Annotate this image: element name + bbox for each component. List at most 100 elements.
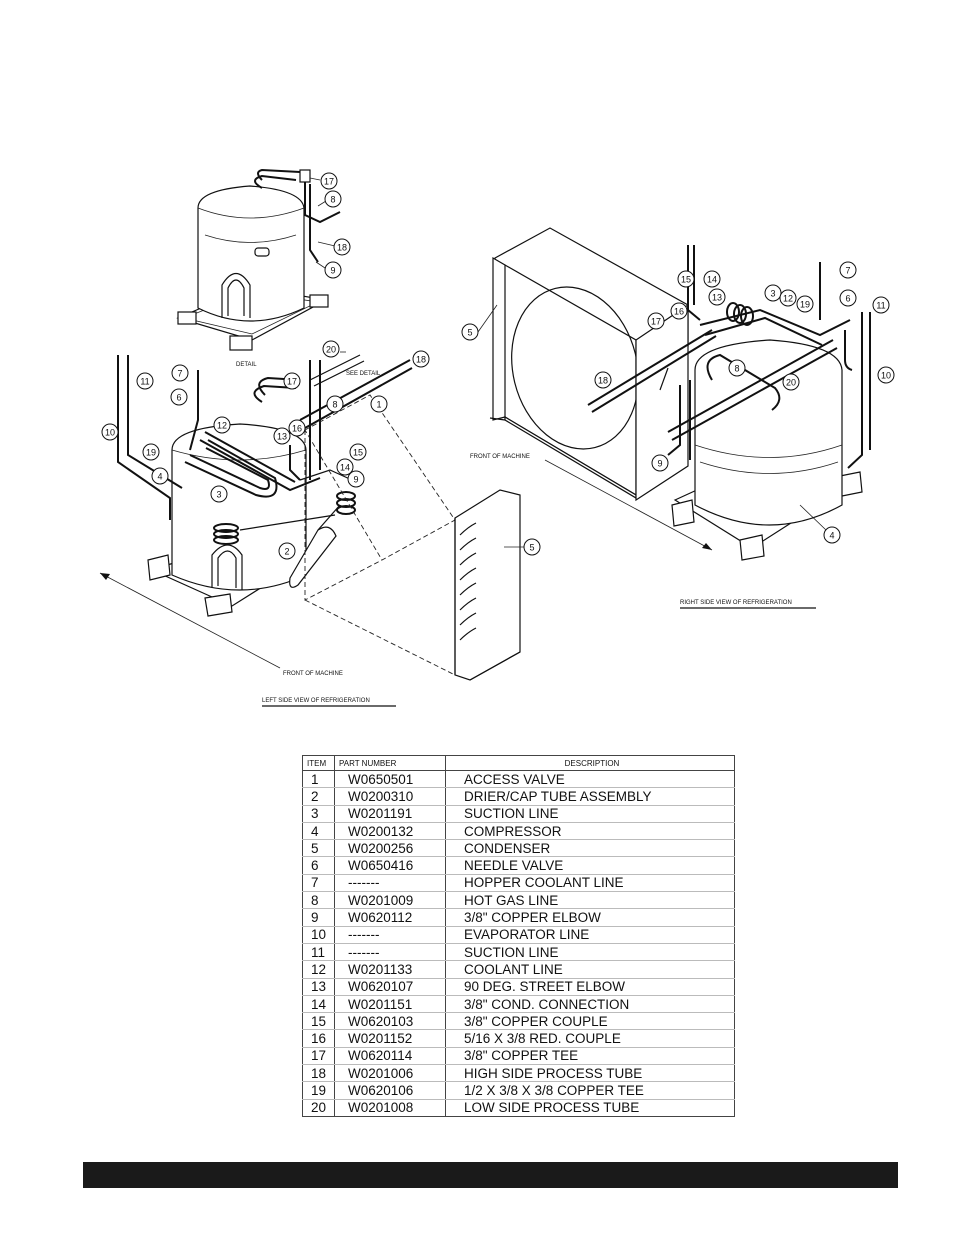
coil-right (336, 491, 356, 515)
cell-part-number: W0200256 (334, 839, 446, 858)
callout-13: 13 (712, 293, 722, 303)
cell-part-number: W0620114 (334, 1047, 446, 1066)
callout-5: 5 (467, 328, 472, 338)
cell-item: 17 (302, 1047, 335, 1066)
cell-description: DRIER/CAP TUBE ASSEMBLY (445, 787, 735, 806)
detail-callouts: 17 8 18 9 DETAIL (236, 172, 351, 368)
callout-16: 16 (292, 424, 302, 434)
cell-description: 3/8" COPPER TEE (445, 1047, 735, 1066)
right-callouts: 15 14 13 16 17 3 12 19 7 6 11 10 5 18 8 … (461, 261, 895, 609)
cell-description: ACCESS VALVE (445, 770, 735, 789)
fan-shroud (511, 286, 639, 450)
table-header-row: ITEM PART NUMBER DESCRIPTION (302, 755, 735, 771)
cell-part-number: W0620103 (334, 1012, 446, 1031)
callout-10: 10 (881, 371, 891, 381)
callout-8: 8 (734, 364, 739, 374)
cell-description: 1/2 X 3/8 X 3/8 COPPER TEE (445, 1081, 735, 1100)
cell-description: EVAPORATOR LINE (445, 926, 735, 944)
refrigeration-diagram: 17 8 18 9 DETAIL (99, 168, 895, 707)
mount-foot (229, 335, 253, 351)
callout-17: 17 (651, 317, 661, 327)
see-detail-label: SEE DETAIL (346, 371, 381, 377)
cell-description: SUCTION LINE (445, 943, 735, 962)
callout-8: 8 (332, 400, 337, 410)
mount-foot (671, 499, 695, 527)
callout-20: 20 (786, 378, 796, 388)
cell-part-number: W0201191 (334, 805, 446, 823)
cell-item: 18 (302, 1064, 335, 1083)
cell-item: 13 (302, 978, 335, 996)
cell-description: CONDENSER (445, 839, 735, 858)
cell-part-number: W0650501 (334, 770, 446, 789)
cell-description: LOW SIDE PROCESS TUBE (464, 1100, 640, 1116)
callout-4: 4 (157, 472, 162, 482)
cell-item: 6 (302, 856, 335, 875)
front-of-machine-left: FRONT OF MACHINE (283, 671, 343, 677)
callout-11: 11 (140, 377, 149, 387)
cell-item: 11 (302, 943, 335, 962)
left-view-label: LEFT SIDE VIEW OF REFRIGERATION (262, 698, 370, 704)
compressor-shell (171, 423, 307, 591)
callout-9: 9 (657, 459, 662, 469)
cell-description: 90 DEG. STREET ELBOW (445, 978, 735, 996)
callout-9: 9 (353, 475, 358, 485)
cell-part-number: ------- (334, 926, 446, 944)
callout-9: 9 (330, 266, 335, 276)
cell-item: 3 (302, 805, 335, 823)
cell-description: SUCTION LINE (445, 805, 735, 823)
cell-part-number: W0201009 (334, 891, 446, 910)
cell-part-number: W0200132 (334, 822, 446, 841)
cell-part-number: W0620112 (334, 908, 446, 927)
callout-6: 6 (845, 294, 850, 304)
header-description: DESCRIPTION (445, 755, 735, 771)
callout-4: 4 (829, 531, 834, 541)
cell-part-number: W0201008 (334, 1099, 446, 1117)
callout-12: 12 (783, 294, 793, 304)
callout-18: 18 (598, 376, 608, 386)
callout-17: 17 (324, 177, 334, 187)
callout-15: 15 (681, 275, 691, 285)
footer-bar (83, 1162, 898, 1188)
cell-description: 5/16 X 3/8 RED. COUPLE (445, 1029, 735, 1048)
cell-part-number: W0201151 (334, 995, 446, 1014)
cell-item: 1 (302, 770, 335, 789)
cell-part-number: ------- (334, 943, 446, 962)
cell-description: HOT GAS LINE (445, 891, 735, 910)
cell-item: 2 (302, 787, 335, 806)
detail-view (176, 168, 341, 351)
callout-13: 13 (277, 432, 287, 442)
cell-item: 16 (302, 1029, 335, 1048)
cell-item: 19 (302, 1081, 335, 1100)
cell-description: 3/8" COPPER COUPLE (445, 1012, 735, 1031)
mount-foot (839, 471, 863, 497)
cell-description: COOLANT LINE (445, 960, 735, 979)
compressor-shell (197, 185, 305, 322)
callout-7: 7 (845, 266, 850, 276)
front-of-machine-right: FRONT OF MACHINE (470, 454, 530, 460)
callout-18: 18 (416, 355, 426, 365)
coil-left (213, 523, 239, 545)
cell-item: 15 (302, 1012, 335, 1031)
header-part-number: PART NUMBER (334, 755, 446, 771)
cell-part-number: W0620107 (334, 978, 446, 996)
cell-item: 8 (302, 891, 335, 910)
cell-description: HIGH SIDE PROCESS TUBE (445, 1064, 735, 1083)
drier (289, 526, 337, 588)
left-callouts: 20 18 7 11 10 6 17 SEE DETAIL 8 1 12 16 … (101, 340, 541, 707)
cell-item: 20 (302, 1099, 335, 1117)
callout-10: 10 (105, 428, 115, 438)
cell-description: HOPPER COOLANT LINE (445, 874, 735, 893)
callout-18: 18 (337, 243, 347, 253)
